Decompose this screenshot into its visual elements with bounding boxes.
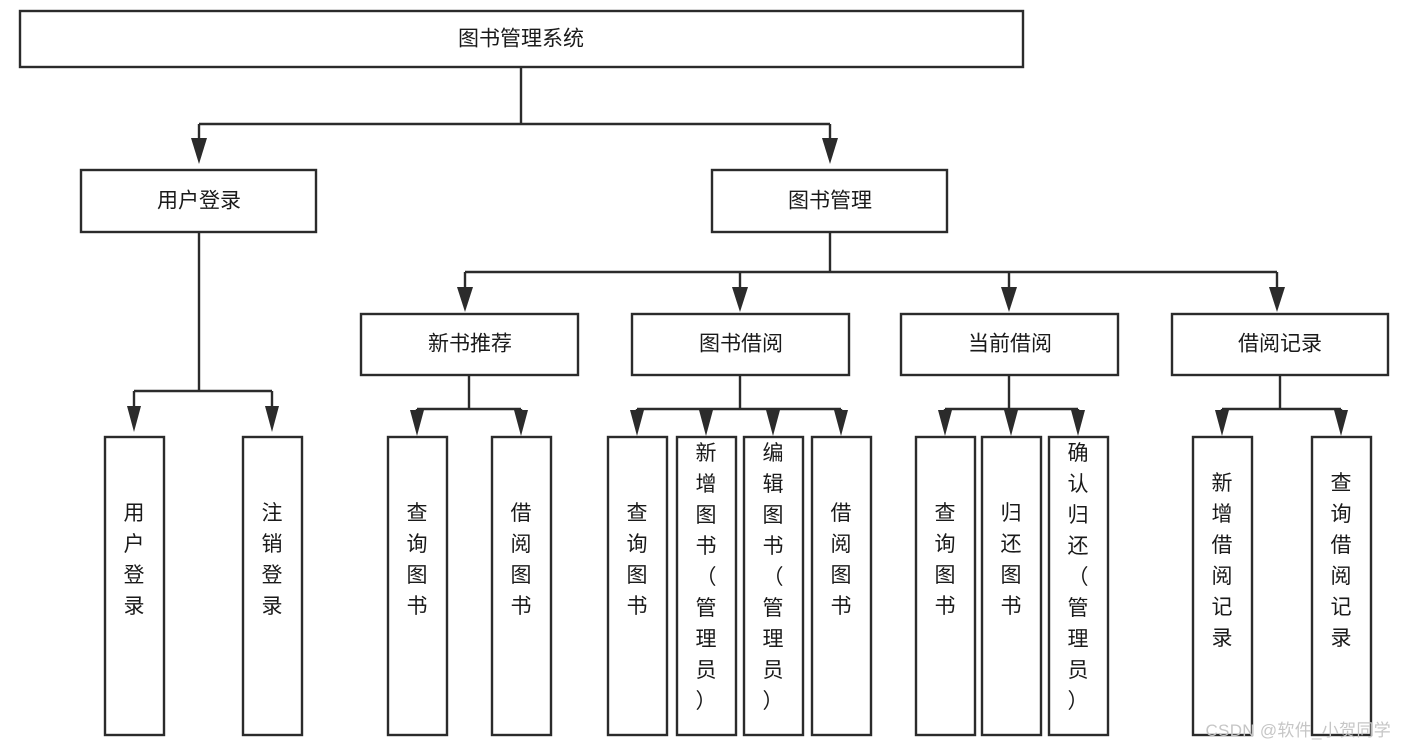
arrow-head-query-book-1	[410, 410, 424, 436]
node-query-book-3-label: 查询图书	[935, 502, 956, 618]
node-query-book-3[interactable]: 查询图书	[914, 435, 977, 737]
node-current-borrow[interactable]: 当前借阅	[899, 312, 1120, 377]
arrow-head-add-book	[699, 410, 713, 436]
node-borrow-book-2-box[interactable]	[810, 435, 873, 737]
node-borrow-book-1-box[interactable]	[490, 435, 553, 737]
arrow-head-borrow-book-1	[514, 410, 528, 436]
arrow-head-borrow-record	[1269, 287, 1285, 312]
node-query-book-1-label: 查询图书	[407, 502, 428, 618]
node-query-book-1-box[interactable]	[386, 435, 449, 737]
arrow-head-borrow-book-2	[834, 410, 848, 436]
node-return-book[interactable]: 归还图书	[980, 435, 1043, 737]
node-user-login-label: 用户登录	[157, 190, 241, 213]
node-user-logout-leaf[interactable]: 注销登录	[241, 435, 304, 737]
node-book-borrow[interactable]: 图书借阅	[630, 312, 851, 377]
node-user-logout-leaf-box[interactable]	[241, 435, 304, 737]
arrow-head-user-login	[191, 138, 207, 164]
arrow-head-user-logout-leaf	[265, 406, 279, 432]
node-return-book-label: 归还图书	[1001, 502, 1022, 618]
node-edit-book[interactable]: 编辑图书（管理员）	[742, 435, 805, 737]
node-root-box[interactable]	[18, 9, 1025, 69]
arrow-head-user-login-leaf	[127, 406, 141, 432]
node-book-borrow-box[interactable]	[630, 312, 851, 377]
node-book-management-box[interactable]	[710, 168, 949, 234]
node-query-borrow-record-box[interactable]	[1310, 435, 1373, 737]
node-return-book-box[interactable]	[980, 435, 1043, 737]
node-book-management-label: 图书管理	[788, 190, 872, 213]
node-add-borrow-record-label: 新增借阅记录	[1212, 472, 1233, 650]
connector-group-root	[191, 67, 838, 164]
node-user-logout-leaf-label: 注销登录	[262, 502, 283, 618]
node-borrow-record-label: 借阅记录	[1238, 333, 1322, 356]
node-borrow-book-1[interactable]: 借阅图书	[490, 435, 553, 737]
connector-group-book-borrow	[630, 375, 848, 436]
arrow-head-book-borrow	[732, 287, 748, 312]
arrow-head-query-borrow-record	[1334, 410, 1348, 436]
node-add-book[interactable]: 新增图书（管理员）	[675, 435, 738, 737]
node-confirm-return[interactable]: 确认归还（管理员）	[1047, 435, 1110, 737]
arrow-head-query-book-2	[630, 410, 644, 436]
arrow-head-confirm-return	[1071, 410, 1085, 436]
csdn-watermark: CSDN @软件_小贺同学	[1205, 721, 1391, 740]
arrow-head-edit-book	[766, 410, 780, 436]
node-confirm-return-label: 确认归还（管理员）	[1068, 442, 1089, 713]
node-confirm-return-box[interactable]	[1047, 435, 1110, 737]
node-query-borrow-record-label: 查询借阅记录	[1331, 472, 1352, 650]
node-query-book-1[interactable]: 查询图书	[386, 435, 449, 737]
arrow-head-new-book-recommend	[457, 287, 473, 312]
node-borrow-book-2[interactable]: 借阅图书	[810, 435, 873, 737]
node-query-book-2-box[interactable]	[606, 435, 669, 737]
node-borrow-record[interactable]: 借阅记录	[1170, 312, 1390, 377]
node-query-book-3-box[interactable]	[914, 435, 977, 737]
node-new-book-recommend-box[interactable]	[359, 312, 580, 377]
arrow-head-book-management	[822, 138, 838, 164]
node-user-login[interactable]: 用户登录	[79, 168, 318, 234]
connector-group-new-book-recommend	[410, 375, 528, 436]
node-book-borrow-label: 图书借阅	[699, 333, 783, 356]
node-edit-book-label: 编辑图书（管理员）	[763, 442, 784, 713]
node-user-login-box[interactable]	[79, 168, 318, 234]
node-borrow-book-2-label: 借阅图书	[831, 502, 852, 618]
node-add-borrow-record[interactable]: 新增借阅记录	[1191, 435, 1254, 737]
node-add-book-box[interactable]	[675, 435, 738, 737]
arrow-head-current-borrow	[1001, 287, 1017, 312]
arrow-head-query-book-3	[938, 410, 952, 436]
node-query-book-2-label: 查询图书	[627, 502, 648, 618]
arrow-head-add-borrow-record	[1215, 410, 1229, 436]
node-edit-book-box[interactable]	[742, 435, 805, 737]
node-add-borrow-record-box[interactable]	[1191, 435, 1254, 737]
node-current-borrow-box[interactable]	[899, 312, 1120, 377]
node-current-borrow-label: 当前借阅	[968, 333, 1052, 356]
connector-group-borrow-record	[1215, 375, 1348, 436]
node-root-label: 图书管理系统	[458, 28, 584, 51]
connector-group-user-login	[127, 232, 279, 432]
node-query-book-2[interactable]: 查询图书	[606, 435, 669, 737]
connector-group-book-management	[457, 232, 1285, 312]
connector-group-current-borrow	[938, 375, 1085, 436]
node-query-borrow-record[interactable]: 查询借阅记录	[1310, 435, 1373, 737]
node-user-login-leaf[interactable]: 用户登录	[103, 435, 166, 737]
node-new-book-recommend-label: 新书推荐	[428, 333, 512, 356]
node-borrow-record-box[interactable]	[1170, 312, 1390, 377]
node-root[interactable]: 图书管理系统	[18, 9, 1025, 69]
node-user-login-leaf-box[interactable]	[103, 435, 166, 737]
node-user-login-leaf-label: 用户登录	[124, 502, 145, 618]
node-new-book-recommend[interactable]: 新书推荐	[359, 312, 580, 377]
node-borrow-book-1-label: 借阅图书	[511, 502, 532, 618]
node-add-book-label: 新增图书（管理员）	[696, 442, 717, 713]
arrow-head-return-book	[1004, 410, 1018, 436]
node-book-management[interactable]: 图书管理	[710, 168, 949, 234]
